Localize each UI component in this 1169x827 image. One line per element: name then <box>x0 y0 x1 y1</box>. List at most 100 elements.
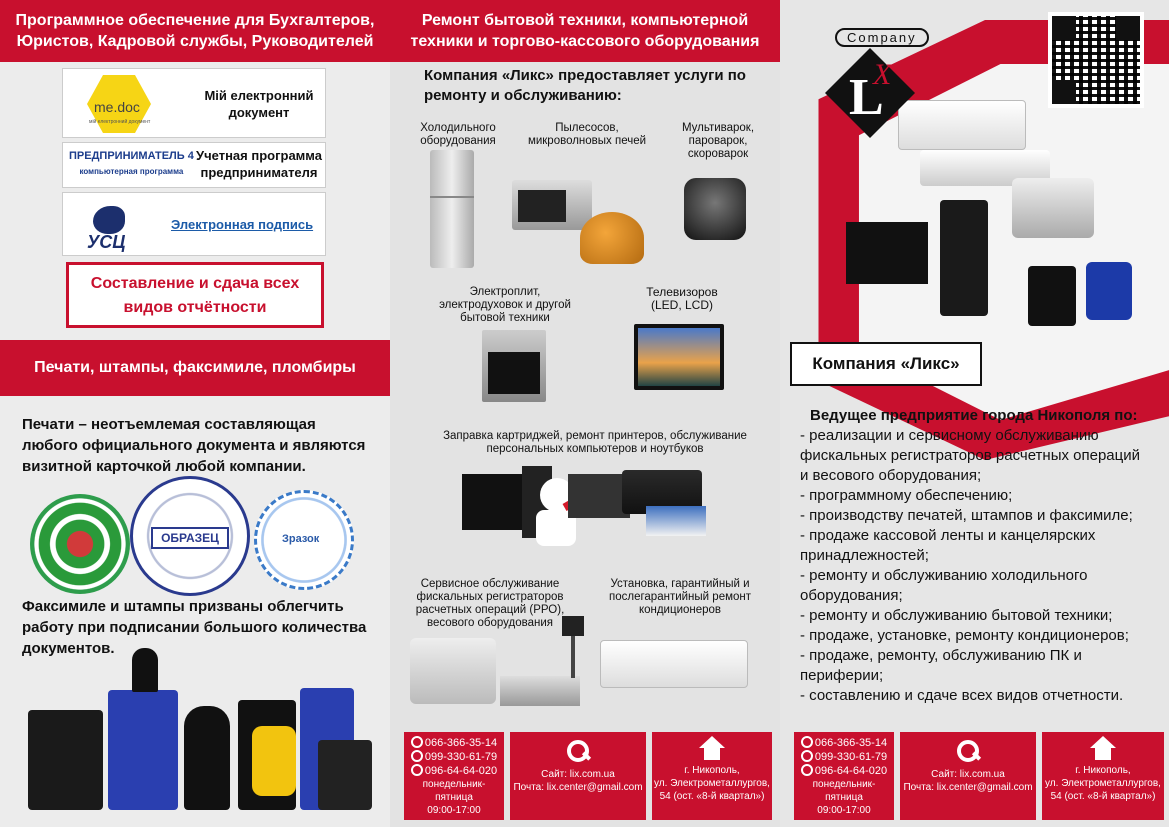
address-building: 54 (ост. «8-й квартал») <box>1050 791 1156 802</box>
address-street: ул. Электрометаллургов, <box>654 778 770 789</box>
pc-tower-icon <box>940 200 988 316</box>
hours: 09:00-17:00 <box>427 805 481 816</box>
company-logo: Company L X <box>815 28 929 148</box>
hours-label: понедельник-пятница <box>422 779 486 803</box>
phone-2[interactable]: 099-330-61-79 <box>424 751 498 763</box>
phone-icon <box>410 764 423 776</box>
stamps-band: Печати, штампы, факсимиле, пломбиры <box>0 340 390 396</box>
home-icon <box>699 736 725 762</box>
aircon-icon <box>898 100 1026 150</box>
item-stove-label: Электроплит, электродуховок и другой быт… <box>439 286 571 324</box>
aircon-icon <box>600 640 748 688</box>
services-list: Ведущее предприятие города Никополя по: … <box>800 406 1150 706</box>
repair-intro: Компания «Ликс» предоставляет услуги по … <box>424 67 746 104</box>
service-item: - программному обеспечению; <box>800 487 1013 504</box>
service-item: - продаже, установке, ремонту кондиционе… <box>800 627 1129 644</box>
seal-sample-word: ОБРАЗЕЦ <box>151 527 229 549</box>
service-item: - реализации и сервисному обслуживанию ф… <box>800 427 1140 484</box>
panel2-header: Ремонт бытовой техники, компьютерной тех… <box>390 0 780 62</box>
stamp-device-icon <box>1086 262 1132 320</box>
panel-repair: Ремонт бытовой техники, компьютерной тех… <box>390 0 780 827</box>
contact-web: Сайт: lix.com.ua Почта: lix.center@gmail… <box>510 732 646 820</box>
cash-register-icon <box>410 638 496 704</box>
scale-display <box>562 616 584 636</box>
stamp-device-icon <box>108 690 178 810</box>
panel-software-stamps: Программное обеспечение для Бухгалтеров,… <box>0 0 390 827</box>
monitor-icon <box>846 222 928 284</box>
contact-web-2: Сайт: lix.com.ua Почта: lix.center@gmail… <box>900 732 1036 820</box>
item-vacuum-label: Пылесосов, микроволновых печей <box>527 122 647 147</box>
site-link[interactable]: Сайт: lix.com.ua <box>931 769 1005 780</box>
contact-phones-2: 066-366-35-14 099-330-61-79 096-64-64-02… <box>794 732 894 820</box>
hours: 09:00-17:00 <box>817 805 871 816</box>
medoc-caption: Мій електронний документ <box>204 88 314 120</box>
seal-sample-icon: ОБРАЗЕЦ <box>130 476 250 596</box>
service-item: - составлению и сдаче всех видов отчетно… <box>800 687 1124 704</box>
microwave-window <box>518 190 566 222</box>
phone-2[interactable]: 099-330-61-79 <box>814 751 888 763</box>
eagle-icon <box>93 206 125 234</box>
phone-icon <box>410 736 423 748</box>
item-fridge-label: Холодильного оборудования <box>420 122 496 147</box>
address-street: ул. Электрометаллургов, <box>1045 778 1161 789</box>
stamp-device-icon <box>1028 266 1076 326</box>
service-item: - ремонту и обслуживанию бытовой техники… <box>800 607 1113 624</box>
medoc-card: me.doc мій електронний документ Мій елек… <box>62 68 326 138</box>
address-city: г. Никополь, <box>1075 765 1131 776</box>
home-icon <box>1090 736 1116 762</box>
phone-1[interactable]: 066-366-35-14 <box>814 737 888 749</box>
search-icon <box>565 738 591 764</box>
logo-letter-x: X <box>873 58 892 91</box>
vacuum-icon <box>580 212 644 264</box>
usc-caption: Электронная подпись <box>171 217 314 232</box>
phone-3[interactable]: 096-64-64-020 <box>424 765 498 777</box>
pr4-logo-title: ПРЕДПРИНИМАТЕЛЬ 4 <box>69 150 194 162</box>
pr4-logo-sub: компьютерная программа <box>79 167 184 176</box>
stamp-device-icon <box>184 706 230 810</box>
stamps-text: Печати – неотъемлемая составляющая любог… <box>22 416 366 475</box>
address-building: 54 (ост. «8-й квартал») <box>659 791 765 802</box>
stamp-device-icon <box>318 740 372 810</box>
mail-link[interactable]: Почта: lix.center@gmail.com <box>903 782 1033 793</box>
item-pc-label: Заправка картриджей, ремонт принтеров, о… <box>443 430 747 455</box>
stove-oven-door <box>488 352 540 394</box>
phone-1[interactable]: 066-366-35-14 <box>424 737 498 749</box>
phone-icon <box>800 764 813 776</box>
pr4-caption: Учетная программа предпринимателя <box>196 148 322 180</box>
service-item: - продаже, ремонту, обслуживанию ПК и пе… <box>800 647 1082 684</box>
pr4-card: ПРЕДПРИНИМАТЕЛЬ 4 компьютерная программа… <box>62 142 326 188</box>
usc-logo-text: УСЦ <box>87 232 126 252</box>
laptop-icon <box>568 474 630 518</box>
multicooker-icon <box>684 178 746 240</box>
medoc-logo-text: me.doc <box>94 99 140 115</box>
panel1-header: Программное обеспечение для Бухгалтеров,… <box>0 0 390 62</box>
seal-sample-word-2: Зразок <box>282 533 320 545</box>
scale-pole <box>571 636 575 678</box>
mail-link[interactable]: Почта: lix.center@gmail.com <box>513 782 643 793</box>
site-link[interactable]: Сайт: lix.com.ua <box>541 769 615 780</box>
phone-icon <box>410 750 423 762</box>
pr4-logo: ПРЕДПРИНИМАТЕЛЬ 4 компьютерная программа <box>69 149 194 179</box>
report-box: Составление и сдача всех видов отчётност… <box>66 262 324 328</box>
item-aircon-label: Установка, гарантийный и послегарантийны… <box>608 578 752 616</box>
fridge-icon <box>430 150 474 268</box>
stamp-handle-icon <box>132 648 158 692</box>
item-multicooker-label: Мультиварок, пароварок, скороварок <box>681 122 755 160</box>
tv-screen <box>638 328 720 386</box>
seal-green-icon <box>30 494 130 594</box>
scale-icon <box>500 676 580 706</box>
phone-3[interactable]: 096-64-64-020 <box>814 765 888 777</box>
hours-label: понедельник-пятница <box>812 779 876 803</box>
address-city: г. Никополь, <box>684 765 740 776</box>
printer-photo <box>646 506 706 536</box>
contact-address: г. Никополь, ул. Электрометаллургов, 54 … <box>652 732 772 820</box>
stamp-yellow-icon <box>252 726 296 796</box>
usc-logo-icon: УСЦ <box>71 198 131 252</box>
phone-icon <box>800 750 813 762</box>
company-name-badge: Компания «Ликс» <box>790 342 982 386</box>
service-item: - продаже кассовой ленты и канцелярских … <box>800 527 1096 564</box>
qr-code-icon[interactable] <box>1048 12 1144 108</box>
medoc-logo-sub: мій електронний документ <box>89 119 151 125</box>
services-lead: Ведущее предприятие города Никополя по: <box>810 407 1138 424</box>
item-rro-label: Сервисное обслуживание фискальных регист… <box>415 578 565 629</box>
